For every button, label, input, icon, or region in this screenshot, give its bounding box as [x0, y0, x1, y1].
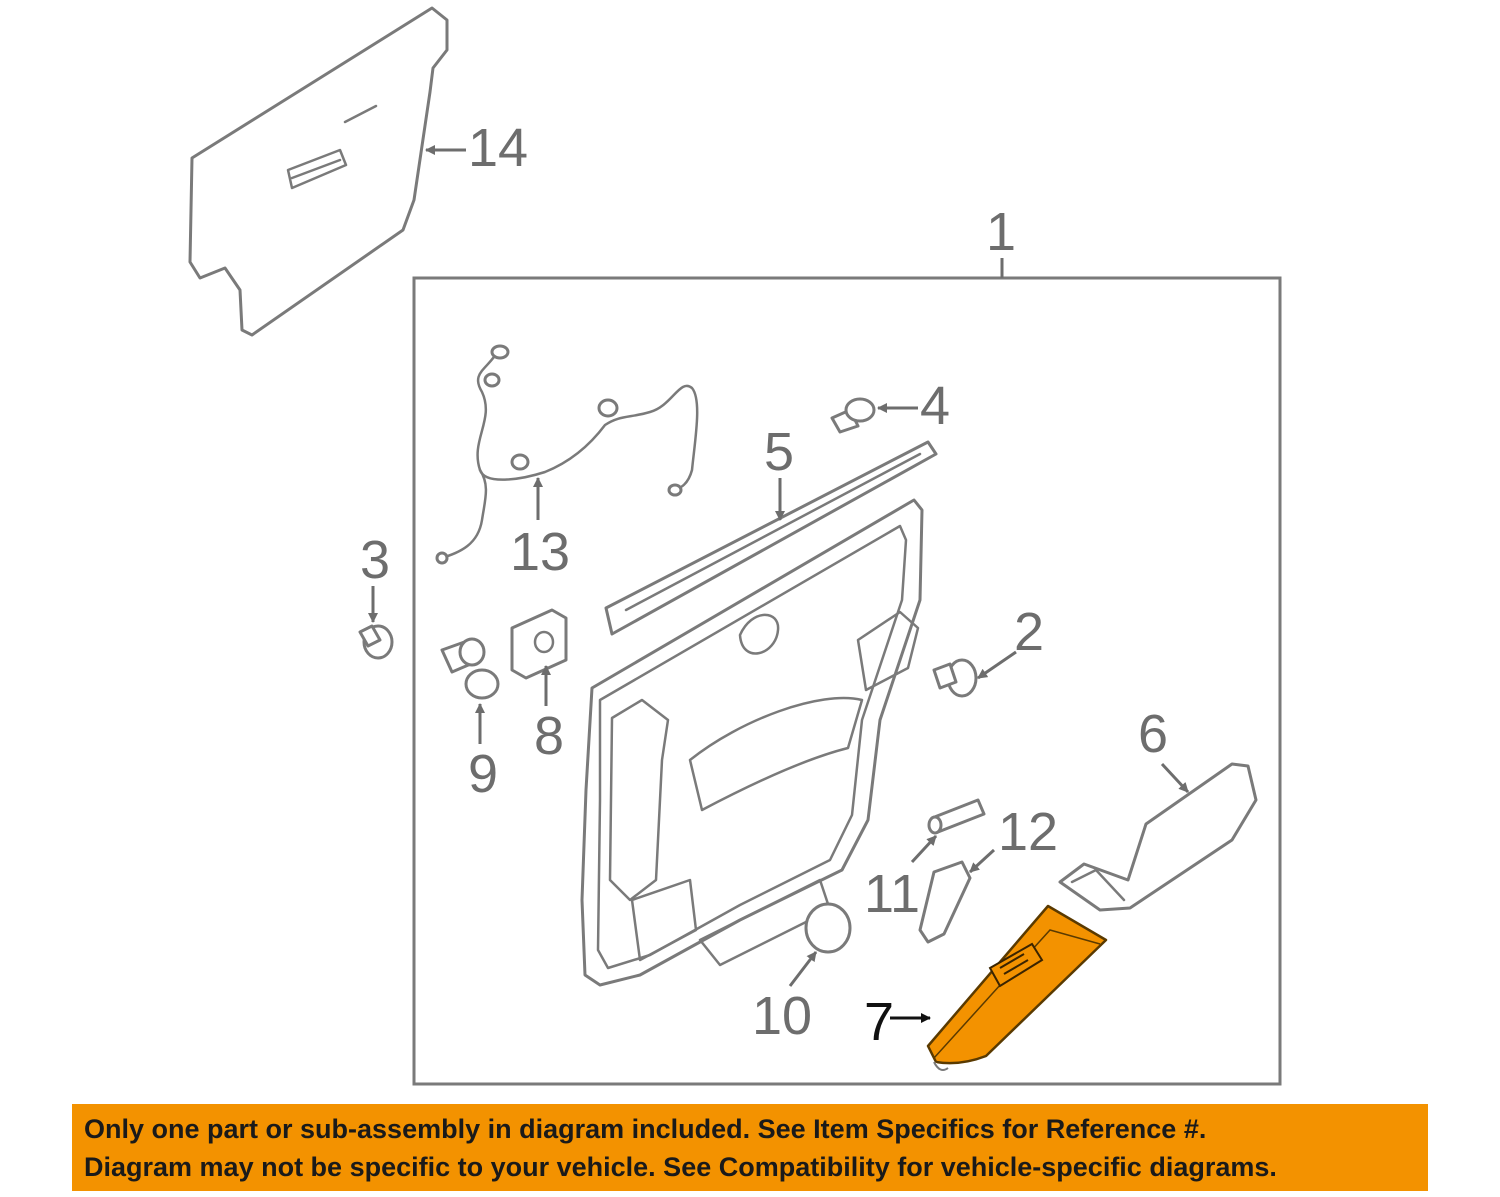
notice-line-2: Diagram may not be specific to your vehi… [84, 1152, 1277, 1182]
notice-line-1: Only one part or sub-assembly in diagram… [84, 1114, 1207, 1144]
leader-11 [910, 834, 938, 864]
part-6-armrest[interactable] [1058, 762, 1258, 912]
leader-6 [1160, 762, 1190, 794]
leader-10 [788, 951, 818, 987]
door-trim-panel[interactable] [580, 498, 924, 987]
callout-14: 14 [468, 118, 528, 178]
leader-2 [977, 650, 1017, 680]
callout-2: 2 [1014, 602, 1044, 662]
part-5-weatherstrip[interactable] [604, 440, 938, 636]
assembly-box [412, 276, 1282, 1086]
callout-3: 3 [360, 530, 390, 590]
part-9-grommet[interactable] [440, 637, 500, 700]
part-13-wiring-harness[interactable] [435, 344, 699, 565]
callout-4: 4 [920, 376, 950, 436]
part-14-shield[interactable] [188, 6, 449, 337]
callout-12: 12 [998, 802, 1058, 862]
callout-1: 1 [986, 202, 1016, 262]
callout-11: 11 [864, 864, 920, 924]
callout-6: 6 [1138, 704, 1168, 764]
callout-10: 10 [752, 986, 812, 1046]
notice-banner: Only one part or sub-assembly in diagram… [72, 1104, 1428, 1191]
callout-8: 8 [534, 706, 564, 766]
leader-12 [968, 848, 996, 874]
callout-13: 13 [510, 522, 570, 582]
callout-5: 5 [764, 422, 794, 482]
part-12-pad[interactable] [918, 860, 972, 944]
part-10-cover[interactable] [804, 902, 852, 954]
part-4-clip[interactable] [830, 397, 876, 434]
part-3-clip[interactable] [358, 624, 394, 660]
part-7-switch-bezel[interactable] [926, 904, 1108, 1071]
part-2-clip[interactable] [932, 658, 978, 698]
part-8-retainer[interactable] [510, 608, 568, 680]
parts-diagram: 14 1 13 4 5 [188, 6, 1282, 1086]
callout-9: 9 [468, 744, 498, 804]
callout-7: 7 [864, 992, 894, 1052]
part-11-clip[interactable] [927, 798, 986, 835]
